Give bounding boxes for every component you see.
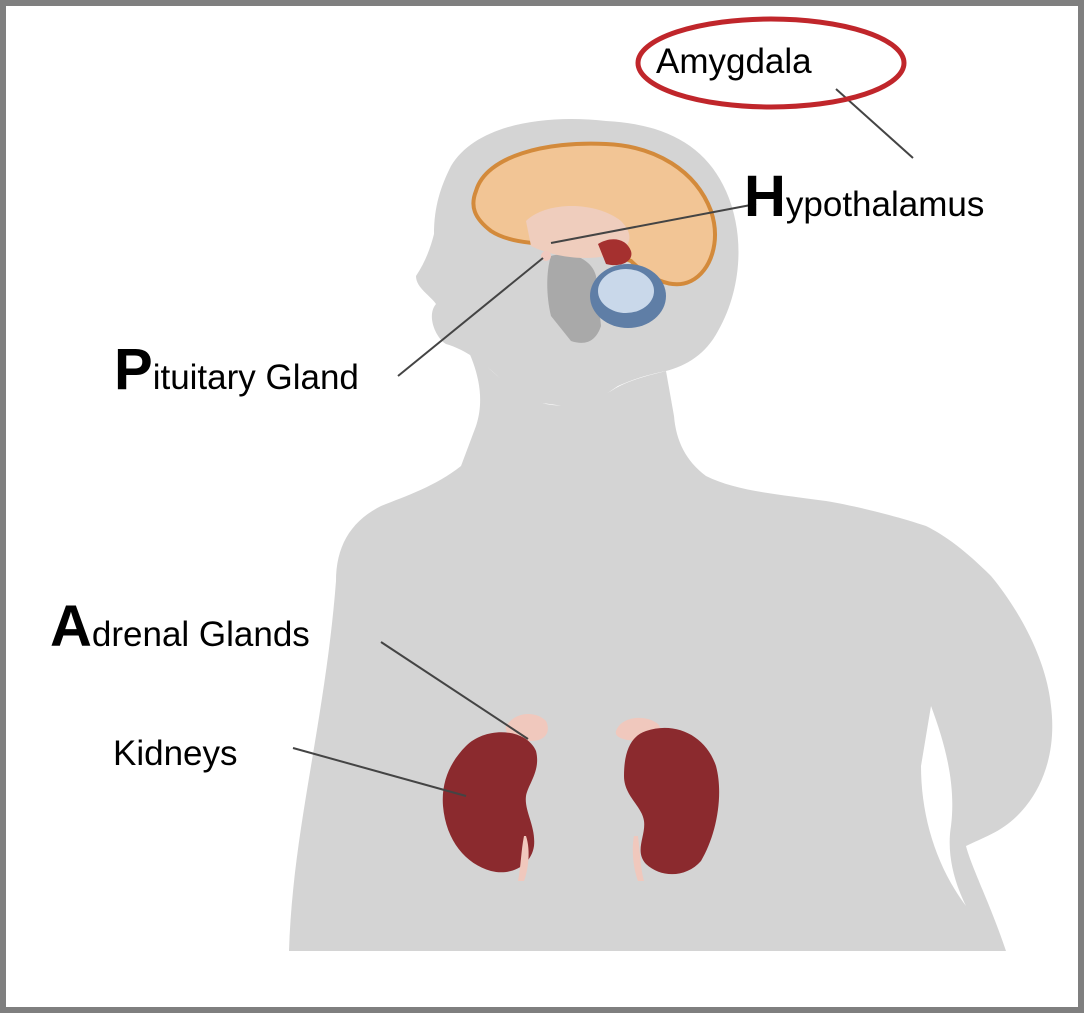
adrenal-initial: A (50, 594, 92, 659)
adrenal-label: Adrenal Glands (50, 598, 328, 656)
hypothalamus-rest: ypothalamus (786, 185, 984, 224)
amygdala-label: Amygdala (656, 44, 812, 79)
hypothalamus-label: Hypothalamus (744, 168, 984, 226)
kidneys-label: Kidneys (113, 736, 238, 771)
adrenal-rest: drenal Glands (92, 615, 310, 654)
endocrine-diagram (6, 6, 1084, 1019)
hypothalamus-initial: H (744, 164, 786, 229)
pituitary-label: Pituitary Gland (114, 341, 359, 399)
amygdala-text: Amygdala (656, 42, 812, 81)
pituitary-initial: P (114, 337, 153, 402)
kidneys-text: Kidneys (113, 734, 238, 773)
pituitary-rest: ituitary Gland (153, 358, 359, 397)
cerebellum-inner (598, 269, 654, 313)
